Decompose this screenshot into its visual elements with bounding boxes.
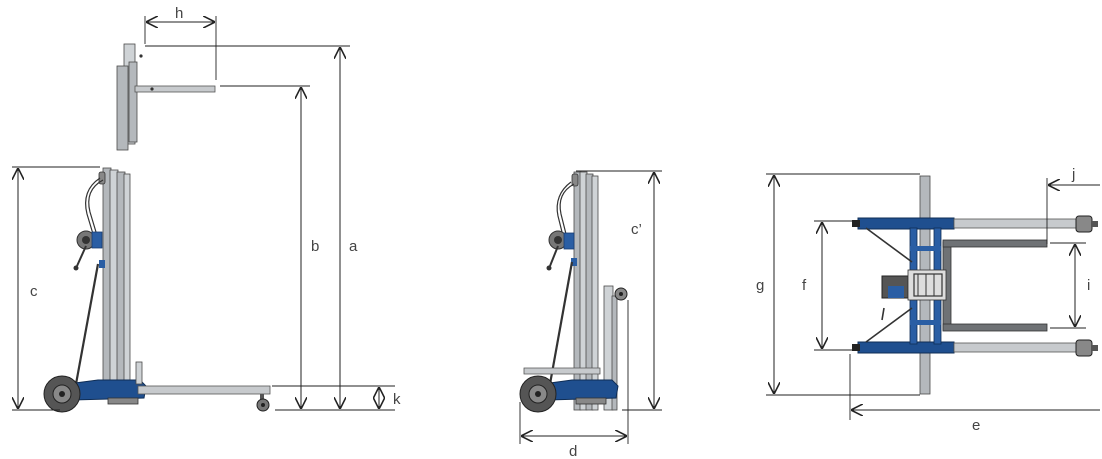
- dimension-k: k: [272, 385, 401, 408]
- dimension-b: b: [220, 85, 319, 408]
- dimension-j: j: [1046, 166, 1100, 244]
- dimension-label-b: b: [311, 238, 319, 255]
- dimension-label-a: a: [349, 238, 358, 255]
- dimension-h: h: [144, 5, 217, 80]
- dimension-label-i: i: [1087, 277, 1090, 294]
- raised-carriage: [116, 43, 216, 151]
- top-winch: [881, 269, 947, 321]
- top-view: g f i j e: [756, 166, 1100, 434]
- side-view-stowed: c’ d: [519, 170, 662, 459]
- dimension-label-c: c: [30, 283, 38, 300]
- main-wheel: [43, 375, 81, 413]
- dimension-a: a: [145, 45, 395, 411]
- mast: [98, 167, 131, 399]
- dimension-g: g: [756, 173, 920, 396]
- dimension-c: c: [12, 166, 100, 411]
- stowed-main-wheel: [519, 375, 557, 413]
- dimension-label-k: k: [393, 391, 401, 408]
- caster-wheel: [256, 394, 270, 412]
- stowed-mast: [571, 171, 599, 411]
- stowed-winch: [546, 230, 577, 271]
- winch: [73, 230, 105, 271]
- dimension-label-h: h: [175, 5, 183, 22]
- dimension-d: d: [519, 300, 629, 459]
- dimension-label-c-prime: c’: [631, 221, 642, 238]
- top-legs: [852, 215, 1098, 357]
- side-view-extended: c h a b k: [12, 5, 401, 413]
- base-leg: [50, 361, 271, 405]
- dimension-label-e: e: [972, 417, 980, 434]
- dimension-c-prime: c’: [576, 170, 662, 411]
- top-forks: [942, 239, 1048, 332]
- dimension-i: i: [1050, 242, 1090, 329]
- stowed-forks: [603, 285, 628, 411]
- rear-strut: [74, 263, 100, 385]
- dimension-label-f: f: [802, 277, 807, 294]
- handle: [88, 179, 104, 233]
- dimension-f: f: [802, 220, 858, 351]
- dimension-e: e: [849, 354, 1100, 434]
- dimension-label-d: d: [569, 443, 577, 459]
- dimension-label-g: g: [756, 277, 764, 294]
- dimension-label-j: j: [1071, 166, 1075, 183]
